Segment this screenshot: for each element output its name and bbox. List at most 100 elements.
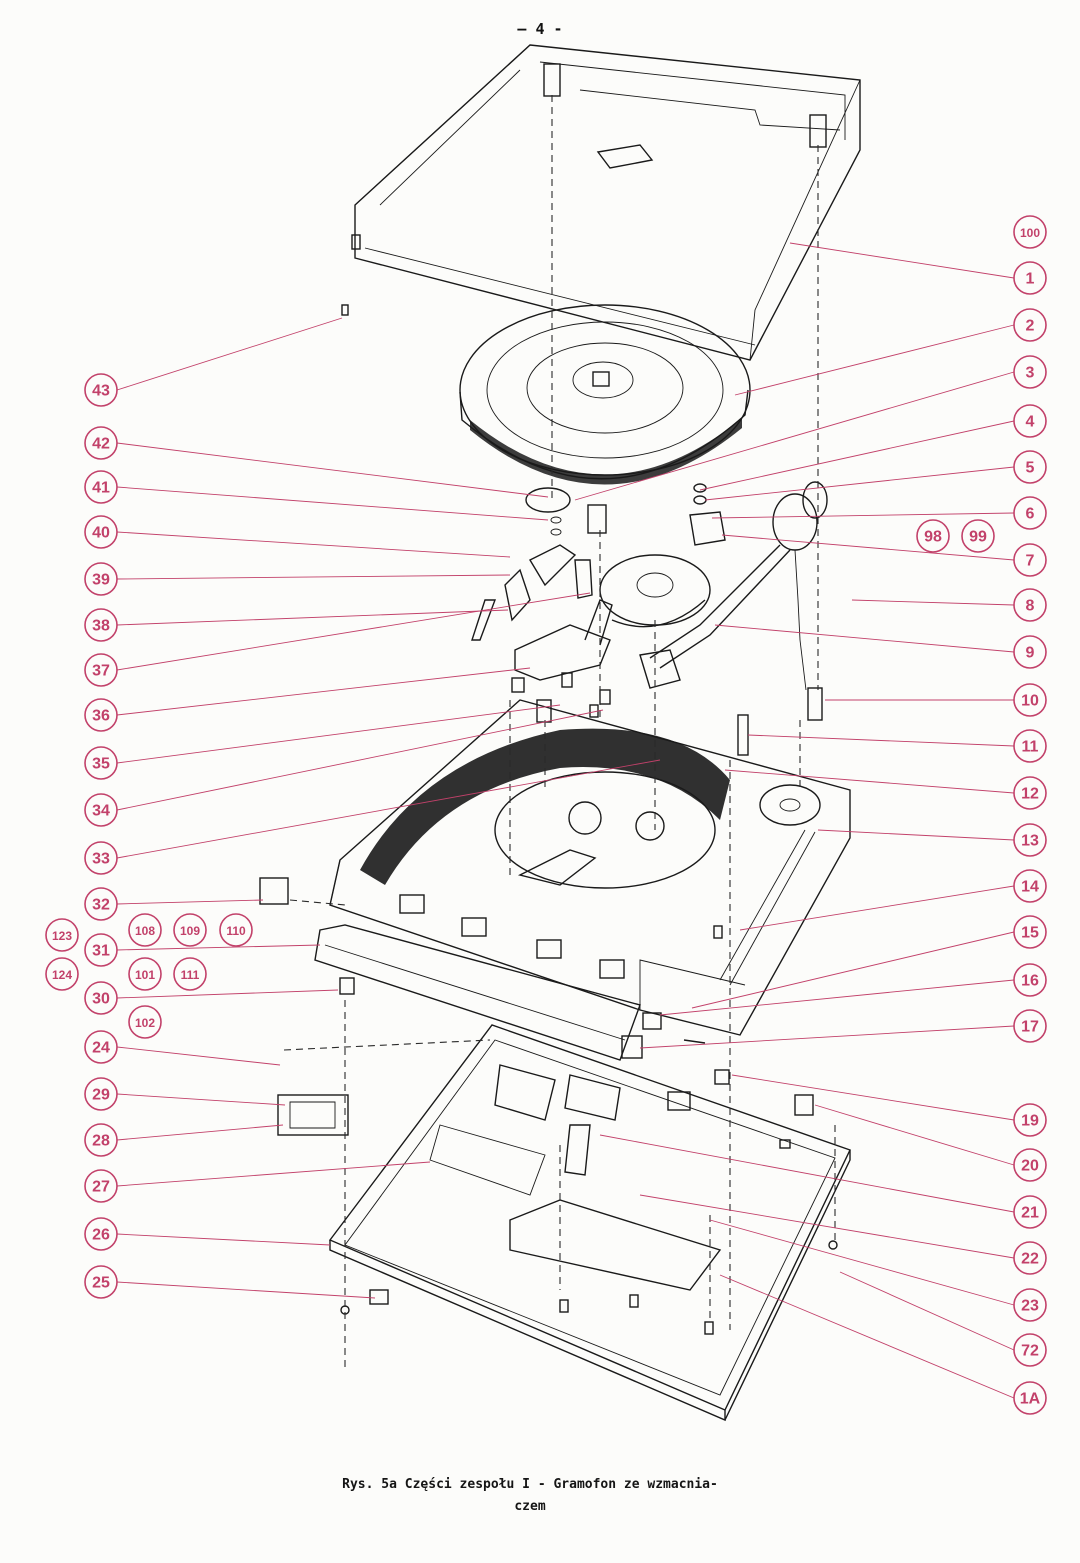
callout-number: 13	[1021, 833, 1039, 850]
leader-line	[659, 979, 1015, 1016]
leader-line	[116, 317, 343, 391]
leader-line	[731, 1074, 1015, 1121]
callout-101: 101	[128, 957, 162, 991]
callout-number: 8	[1026, 598, 1035, 615]
callout-21: 21	[599, 1134, 1047, 1229]
callout-ring	[84, 981, 118, 1015]
front-panel	[259, 877, 706, 1061]
leader-line	[116, 709, 604, 811]
callout-number: 12	[1021, 786, 1039, 803]
callout-28: 28	[84, 1123, 284, 1157]
leader-line	[116, 944, 321, 951]
callout-38: 38	[84, 608, 509, 642]
callout-number: 5	[1026, 460, 1035, 477]
callout-number: 35	[92, 756, 110, 773]
callout-ring	[128, 913, 162, 947]
callout-ring	[173, 957, 207, 991]
callout-ring	[1013, 1195, 1047, 1229]
leader-line	[116, 1124, 284, 1141]
callout-100: 100	[1013, 215, 1047, 249]
callout-40: 40	[84, 515, 511, 558]
callout-ring	[84, 515, 118, 549]
callout-ring	[128, 1005, 162, 1039]
callout-number: 109	[180, 924, 200, 938]
dust-cover	[341, 44, 861, 361]
callout-14: 14	[739, 869, 1047, 931]
callout-1: 1	[789, 242, 1047, 295]
callout-number: 32	[92, 897, 110, 914]
callout-15: 15	[691, 915, 1047, 1009]
callout-number: 108	[135, 924, 155, 938]
leader-line	[116, 1161, 431, 1187]
callout-number: 43	[92, 383, 110, 400]
leader-line	[116, 899, 264, 905]
leader-line	[116, 667, 531, 716]
callout-number: 21	[1021, 1205, 1039, 1222]
callout-109: 109	[173, 913, 207, 947]
callout-ring	[1013, 308, 1047, 342]
callout-number: 37	[92, 663, 110, 680]
callout-ring	[84, 1217, 118, 1251]
callout-ring	[1013, 404, 1047, 438]
callout-ring	[173, 913, 207, 947]
callout-124: 124	[45, 957, 79, 991]
callout-30: 30	[84, 981, 339, 1015]
callout-11: 11	[747, 729, 1047, 763]
callout-ring	[84, 426, 118, 460]
callout-ring	[45, 918, 79, 952]
callout-98: 98	[916, 519, 950, 553]
leader-line	[704, 466, 1015, 501]
leader-line	[116, 531, 511, 558]
callout-ring	[1013, 496, 1047, 530]
callout-ring	[45, 957, 79, 991]
callout-111: 111	[173, 957, 207, 991]
callout-23: 23	[709, 1219, 1047, 1322]
callout-19: 19	[731, 1074, 1047, 1137]
leader-line	[116, 1093, 286, 1106]
callout-29: 29	[84, 1077, 286, 1111]
leader-line	[839, 1271, 1015, 1351]
callout-99: 99	[961, 519, 995, 553]
callout-number: 110	[226, 924, 246, 938]
callout-10: 10	[825, 683, 1047, 717]
leader-line	[116, 704, 561, 764]
callout-ring	[1013, 776, 1047, 810]
leader-line	[116, 1233, 331, 1246]
callout-number: 19	[1021, 1113, 1039, 1130]
callout-ring	[1013, 1103, 1047, 1137]
callout-27: 27	[84, 1161, 431, 1203]
callout-number: 100	[1020, 226, 1040, 240]
callout-ring	[1013, 1288, 1047, 1322]
leader-line	[116, 592, 591, 671]
callout-number: 102	[135, 1016, 155, 1030]
callout-24: 24	[84, 1030, 281, 1066]
callout-number: 22	[1021, 1251, 1039, 1268]
callout-ring	[1013, 215, 1047, 249]
callout-ring	[84, 1077, 118, 1111]
callout-ring	[1013, 683, 1047, 717]
callout-ring	[1013, 450, 1047, 484]
callout-number: 7	[1026, 553, 1035, 570]
callout-26: 26	[84, 1217, 331, 1251]
callout-20: 20	[814, 1104, 1047, 1182]
caption-line-1: Rys. 5a Części zespołu I - Gramofon ze w…	[342, 1477, 718, 1492]
callout-number: 16	[1021, 973, 1039, 990]
callout-ring	[1013, 1381, 1047, 1415]
leader-line	[789, 242, 1015, 279]
callout-41: 41	[84, 470, 549, 521]
callout-8: 8	[851, 588, 1047, 622]
callout-17: 17	[639, 1009, 1047, 1049]
callout-number: 3	[1026, 365, 1035, 382]
figure-caption: Rys. 5a Części zespołu I - Gramofon ze w…	[270, 1474, 790, 1518]
callout-36: 36	[84, 667, 531, 732]
callout-ring	[84, 887, 118, 921]
callout-ring	[1013, 915, 1047, 949]
callout-6: 6	[711, 496, 1047, 530]
leader-line	[116, 442, 549, 498]
callout-number: 15	[1021, 925, 1039, 942]
callout-ring	[1013, 261, 1047, 295]
leader-line	[116, 989, 339, 999]
callout-ring	[84, 373, 118, 407]
